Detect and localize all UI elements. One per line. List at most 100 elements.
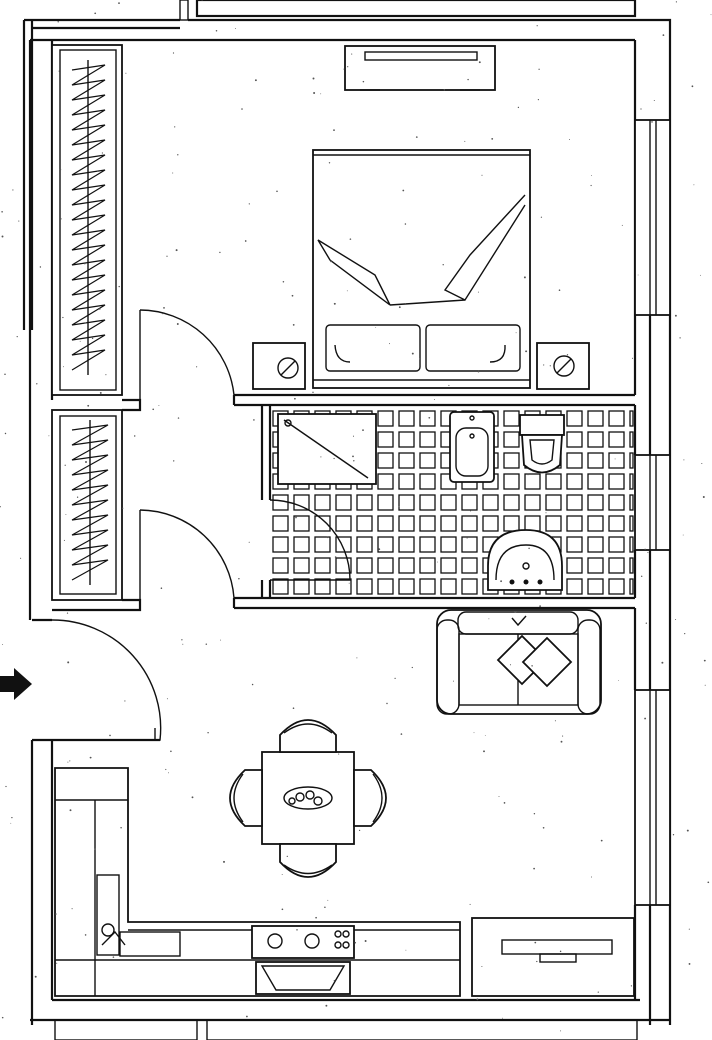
speckle bbox=[398, 306, 401, 309]
speckle bbox=[352, 455, 354, 458]
wardrobe-upper bbox=[51, 44, 123, 396]
speckle bbox=[452, 680, 455, 682]
floor-tile bbox=[314, 515, 331, 532]
floor-tile bbox=[482, 515, 499, 532]
speckle bbox=[241, 108, 243, 110]
speckle bbox=[1, 211, 3, 213]
floor-tile bbox=[608, 452, 625, 469]
speckle bbox=[415, 136, 418, 138]
floor-tile bbox=[503, 494, 520, 511]
floor-tile bbox=[629, 515, 634, 532]
speckle bbox=[174, 126, 176, 128]
speckle bbox=[558, 289, 561, 292]
floor-tile bbox=[587, 515, 604, 532]
speckle bbox=[419, 358, 422, 360]
floor-tile bbox=[608, 410, 625, 427]
speckle bbox=[662, 34, 665, 36]
floor-tile bbox=[293, 557, 310, 574]
floor-tile bbox=[566, 473, 583, 490]
speckle bbox=[405, 949, 407, 951]
speckle bbox=[122, 507, 124, 509]
floor-tile bbox=[587, 578, 604, 595]
speckle bbox=[569, 139, 570, 140]
speckle bbox=[248, 541, 250, 543]
speckle bbox=[428, 416, 431, 419]
floor-tile bbox=[356, 578, 373, 595]
floor-tile bbox=[524, 473, 541, 490]
floor-tile bbox=[608, 536, 625, 553]
floor-tile bbox=[272, 536, 289, 553]
speckle bbox=[704, 684, 706, 686]
floor-tile bbox=[377, 452, 394, 469]
speckle bbox=[661, 661, 664, 664]
speckle bbox=[699, 274, 701, 276]
speckle bbox=[364, 940, 367, 942]
interior-walls bbox=[52, 393, 637, 1000]
speckle bbox=[443, 89, 445, 91]
floor-tile bbox=[377, 536, 394, 553]
speckle bbox=[158, 405, 160, 407]
speckle bbox=[404, 223, 407, 225]
speckle bbox=[682, 534, 684, 536]
speckle bbox=[84, 263, 86, 265]
speckle bbox=[703, 659, 706, 662]
speckle bbox=[533, 813, 536, 815]
floor-tile bbox=[503, 515, 520, 532]
speckle bbox=[94, 848, 96, 851]
floor-tile bbox=[272, 515, 289, 532]
speckle bbox=[254, 79, 257, 82]
speckle bbox=[672, 834, 675, 836]
speckle bbox=[244, 240, 247, 242]
speckle bbox=[478, 61, 481, 64]
speckle bbox=[389, 343, 390, 345]
floor-tile bbox=[587, 557, 604, 574]
speckle bbox=[320, 93, 322, 95]
dresser bbox=[344, 45, 496, 91]
speckle bbox=[87, 121, 89, 123]
speckle bbox=[84, 322, 87, 324]
speckle bbox=[248, 203, 250, 205]
speckle bbox=[99, 308, 101, 310]
speckle bbox=[67, 761, 69, 763]
speckle bbox=[312, 391, 314, 394]
floor-tile bbox=[608, 578, 625, 595]
top-cabinet bbox=[179, 0, 637, 21]
speckle bbox=[351, 53, 353, 55]
speckle bbox=[124, 700, 126, 702]
floor-tile bbox=[356, 536, 373, 553]
speckle bbox=[168, 772, 169, 774]
floor-tile bbox=[377, 431, 394, 448]
speckle bbox=[539, 605, 541, 607]
speckle bbox=[76, 496, 79, 498]
double-bed bbox=[312, 149, 531, 389]
speckle bbox=[181, 639, 183, 641]
speckle bbox=[166, 698, 168, 700]
floor-tile bbox=[566, 578, 583, 595]
speckle bbox=[166, 255, 168, 257]
nightstand-right bbox=[536, 342, 590, 390]
floor-tile bbox=[503, 452, 520, 469]
speckle bbox=[85, 461, 87, 463]
speckle bbox=[675, 1, 677, 3]
speckle bbox=[36, 383, 38, 385]
floor-tile bbox=[545, 515, 562, 532]
chair-top bbox=[279, 719, 337, 753]
speckle bbox=[653, 99, 655, 102]
speckle bbox=[276, 190, 278, 193]
kitchen-counter bbox=[54, 767, 461, 997]
floor-tile bbox=[272, 557, 289, 574]
speckle bbox=[630, 985, 633, 987]
bidet bbox=[449, 411, 495, 483]
doors bbox=[51, 309, 351, 741]
speckle bbox=[175, 249, 178, 252]
speckle bbox=[477, 291, 479, 293]
floor-tile bbox=[629, 557, 634, 574]
speckle bbox=[99, 391, 102, 394]
floor-tile bbox=[566, 431, 583, 448]
shower bbox=[277, 413, 377, 485]
speckle bbox=[536, 25, 538, 27]
speckle bbox=[215, 29, 218, 32]
speckle bbox=[170, 750, 172, 753]
speckle bbox=[20, 557, 22, 559]
floor-tile bbox=[335, 557, 352, 574]
